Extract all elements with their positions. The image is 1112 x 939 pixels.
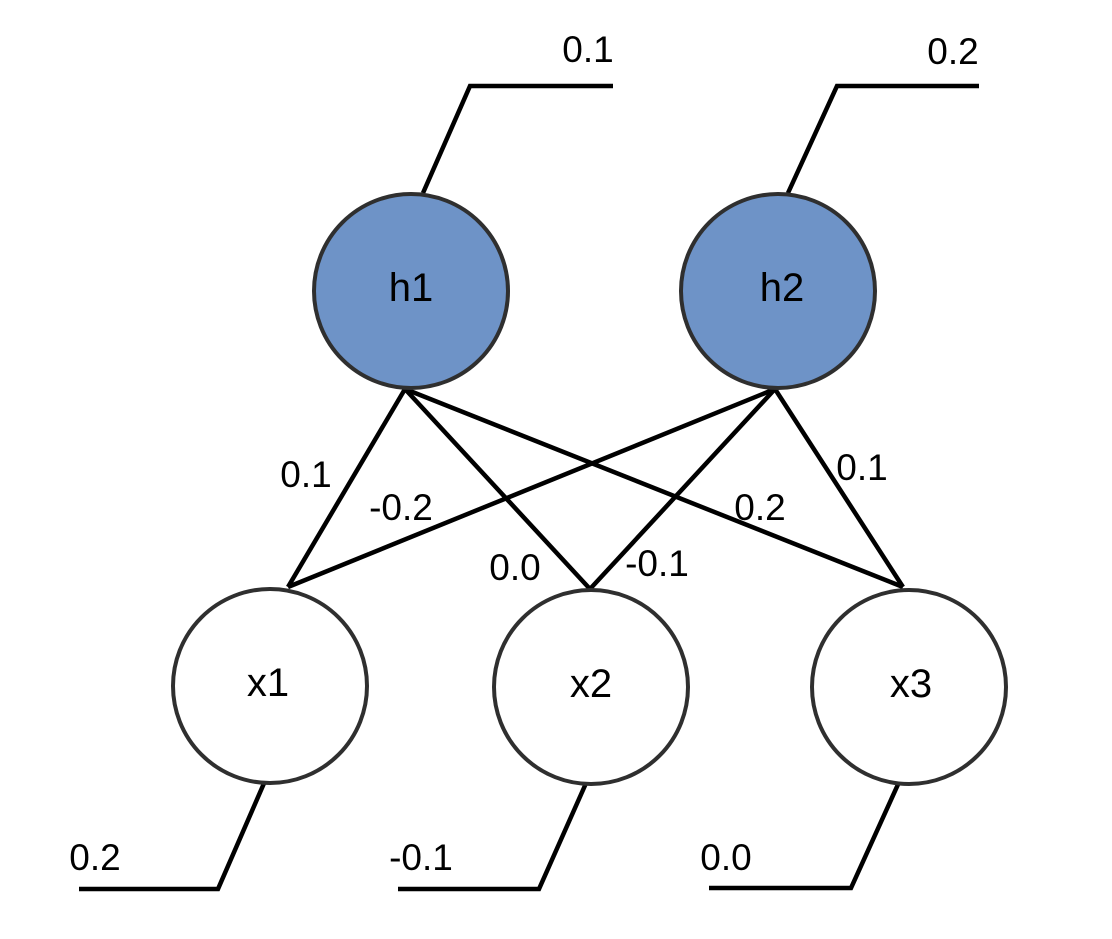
- hidden-node-h1: [312, 192, 510, 390]
- weight-label-h1-x1: 0.1: [280, 454, 331, 495]
- bias-label-h2: 0.2: [927, 31, 978, 72]
- value-connector-x1: [79, 780, 268, 892]
- edge-line-h2-x2: [588, 387, 777, 591]
- nodes: h1 h2 x1 x2 x3: [171, 192, 1008, 786]
- edge-line-h2-x3: [773, 387, 905, 589]
- hidden-node-h2: [679, 192, 877, 390]
- input-node-x3: [810, 588, 1008, 786]
- input-node-x2: [492, 588, 690, 786]
- value-connector-x2: [398, 780, 590, 892]
- weight-label-h2-x3: 0.1: [836, 447, 887, 488]
- weight-label-h1-x3: 0.2: [734, 487, 785, 528]
- node-label-h1: h1: [389, 266, 434, 310]
- node-label-h2: h2: [760, 266, 805, 310]
- value-connector-x3: [709, 779, 903, 891]
- edge-line-h1-x2: [403, 387, 592, 591]
- bias-connector-h2: [785, 83, 979, 194]
- edge-line-h2-x1: [287, 386, 776, 590]
- input-node-x1: [171, 587, 369, 785]
- weight-label-h1-x2: 0.0: [489, 547, 540, 588]
- bias-label-h1: 0.1: [562, 29, 613, 70]
- bias-connector-h1: [420, 83, 613, 194]
- value-label-x2: -0.1: [389, 837, 453, 878]
- edge-lines: [286, 386, 905, 591]
- weight-labels: 0.1 -0.2 0.0 -0.1 0.2 0.1: [280, 447, 887, 588]
- value-label-x3: 0.0: [700, 837, 751, 878]
- node-label-x3: x3: [890, 662, 932, 706]
- flag-labels: 0.1 0.2 0.2 -0.1 0.0: [69, 29, 978, 878]
- node-label-x1: x1: [247, 661, 289, 705]
- node-label-x2: x2: [570, 662, 612, 706]
- edge-line-h1-x1: [286, 387, 407, 589]
- weight-label-h2-x1: -0.2: [369, 487, 433, 528]
- edge-line-h1-x3: [404, 386, 904, 590]
- value-label-x1: 0.2: [69, 837, 120, 878]
- flag-connectors: [79, 83, 979, 892]
- weight-label-h2-x2: -0.1: [625, 543, 689, 584]
